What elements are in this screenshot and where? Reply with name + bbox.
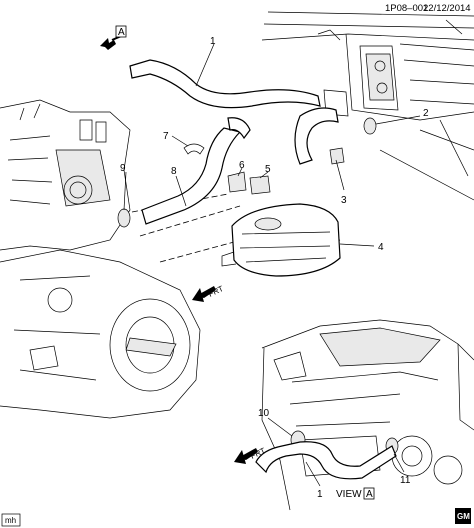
view-label-prefix: VIEW [336,489,362,500]
firewall-structure [261,11,474,201]
callout-7: 7 [163,131,169,142]
gm-logo: GM [455,508,471,524]
clamp-7 [183,143,205,155]
detail-hose [255,441,397,480]
callout-11: 11 [400,475,411,486]
clip-6 [227,171,247,193]
corner-tag-box [1,513,21,527]
engine-upper-left [0,99,131,251]
callout-10: 10 [258,408,270,419]
callout-1: 1 [210,36,216,47]
view-label-letter: A [366,489,373,500]
diagram-code: 1P08–002 [385,3,428,14]
view-a-marker-letter: A [118,27,125,38]
callout-1-detail: 1 [317,489,323,500]
heater-hose-upper [129,59,321,109]
gm-logo-text: GM [457,512,470,521]
callout-6: 6 [239,160,245,171]
callout-5: 5 [265,164,271,175]
heater-hose-lower [141,127,242,225]
clip-5 [249,175,271,195]
reservoir-hose [294,107,339,165]
hose-elbow [227,117,251,140]
clamp-3 [329,147,345,165]
view-a-box [115,25,127,38]
transaxle-lower-left [0,249,201,419]
clamp-2 [363,117,377,135]
callout-2: 2 [423,108,429,119]
clamp-9 [117,208,131,228]
view-a-marker: A [100,25,127,50]
engine-lower-right [261,319,474,511]
callout-3: 3 [341,195,347,206]
diagram-date: 12/12/2014 [423,3,471,14]
callout-9: 9 [120,163,126,174]
coolant-reservoir [221,203,341,277]
leader-lines [123,43,421,487]
corner-tag: mh [5,516,16,525]
callout-4: 4 [378,242,384,253]
frt-arrow-upper: FRT [192,284,225,302]
frt-label-upper: FRT [207,284,225,299]
view-label-box [363,487,375,500]
callout-8: 8 [171,166,177,177]
